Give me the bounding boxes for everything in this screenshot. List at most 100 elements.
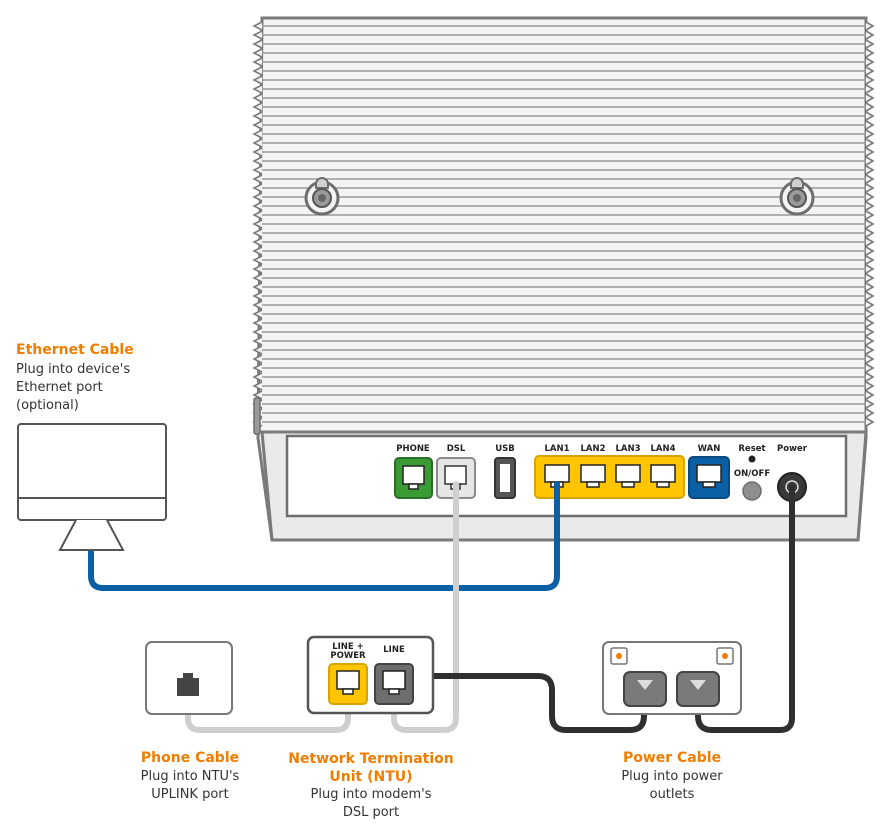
fin-tooth-right: [865, 228, 875, 238]
power-plug-right: [676, 671, 720, 707]
dsl-port-label: DSL: [447, 444, 466, 454]
fin-tooth-right: [865, 282, 875, 292]
fin-tooth-right: [865, 174, 875, 184]
fin-tooth-left: [252, 183, 263, 193]
mount-hole-left: [304, 177, 340, 216]
phone-desc-line: UPLINK port: [151, 787, 229, 802]
fin-tooth-right: [865, 84, 875, 94]
cooling-fins: [252, 21, 875, 427]
power-plug-left: [623, 671, 667, 707]
lan4-label: LAN4: [650, 444, 675, 454]
fin-tooth-right: [865, 120, 875, 130]
ntu-desc-line: Plug into modem's: [310, 787, 432, 802]
fin-tooth-right: [865, 291, 875, 301]
fin-tooth-left: [252, 363, 263, 373]
fin-tooth-left: [252, 372, 263, 382]
fin-tooth-left: [252, 48, 263, 58]
wan-port: [688, 456, 730, 499]
fin-tooth-right: [865, 165, 875, 175]
fin-tooth-right: [865, 237, 875, 247]
fin-tooth-right: [865, 156, 875, 166]
fin-tooth-left: [252, 201, 263, 211]
fin-tooth-right: [865, 21, 875, 31]
fin-tooth-left: [252, 264, 263, 274]
fin-tooth-right: [865, 30, 875, 40]
ethernet-cable-title: Ethernet Cable: [16, 342, 134, 358]
ntu-title: Network Termination Unit (NTU): [266, 750, 476, 786]
ethernet-cable-description: Plug into device's Ethernet port (option…: [16, 361, 130, 415]
lan2-port: [580, 464, 606, 488]
modem-body: [252, 16, 875, 542]
phone-desc-line: Plug into NTU's: [140, 769, 240, 784]
fin-tooth-left: [252, 21, 263, 31]
fin-tooth-right: [865, 327, 875, 337]
power-desc-line: Plug into power: [621, 769, 723, 784]
fin-tooth-left: [252, 84, 263, 94]
fin-tooth-left: [252, 381, 263, 391]
fin-tooth-right: [865, 39, 875, 49]
phone-cable-title: Phone Cable: [140, 750, 240, 766]
computer-monitor: [17, 423, 167, 551]
fin-tooth-left: [252, 129, 263, 139]
fin-tooth-right: [865, 336, 875, 346]
usb-port-label: USB: [495, 444, 515, 454]
ntu-line-power-port: [328, 663, 368, 705]
fin-tooth-left: [252, 57, 263, 67]
lan2-label: LAN2: [580, 444, 605, 454]
fin-tooth-right: [865, 264, 875, 274]
lan3-port: [615, 464, 641, 488]
fin-tooth-right: [865, 408, 875, 418]
fin-tooth-left: [252, 192, 263, 202]
fin-tooth-left: [252, 165, 263, 175]
fin-tooth-left: [252, 228, 263, 238]
modem-power-cable: [695, 484, 795, 733]
wan-port-label: WAN: [698, 444, 721, 454]
fin-tooth-right: [865, 309, 875, 319]
fin-tooth-left: [252, 120, 263, 130]
fin-tooth-left: [252, 291, 263, 301]
fin-tooth-right: [865, 399, 875, 409]
mount-hole-right: [779, 177, 815, 216]
cables: [88, 481, 795, 733]
fin-tooth-left: [252, 39, 263, 49]
fin-tooth-right: [865, 417, 875, 427]
fin-tooth-left: [252, 102, 263, 112]
fin-tooth-right: [865, 255, 875, 265]
side-button: [253, 397, 261, 435]
reset-label: Reset: [738, 444, 765, 454]
power-port-label: Power: [777, 444, 808, 454]
ethernet-desc-line: (optional): [16, 398, 79, 413]
ethernet-desc-line: Ethernet port: [16, 380, 103, 395]
power-cable-description: Plug into power outlets: [582, 768, 762, 804]
fin-tooth-right: [865, 57, 875, 67]
fin-tooth-right: [865, 75, 875, 85]
fin-tooth-right: [865, 318, 875, 328]
ntu-title-line: Network Termination: [288, 751, 454, 767]
fin-tooth-left: [252, 219, 263, 229]
fin-tooth-left: [252, 237, 263, 247]
fin-tooth-right: [865, 210, 875, 220]
fin-tooth-left: [252, 156, 263, 166]
dsl-cable: [391, 481, 459, 733]
ethernet-cable: [88, 481, 560, 591]
fin-tooth-right: [865, 354, 875, 364]
lan3-label: LAN3: [615, 444, 640, 454]
fin-tooth-right: [865, 246, 875, 256]
fin-tooth-left: [252, 111, 263, 121]
fin-tooth-left: [252, 318, 263, 328]
fin-tooth-left: [252, 327, 263, 337]
ntu-description: Plug into modem's DSL port: [266, 786, 476, 822]
reset-pinhole: [748, 455, 756, 463]
fin-tooth-left: [252, 147, 263, 157]
fin-tooth-left: [252, 66, 263, 76]
fin-tooth-right: [865, 363, 875, 373]
phone-cable-description: Plug into NTU's UPLINK port: [100, 768, 280, 804]
fin-tooth-right: [865, 129, 875, 139]
fin-tooth-left: [252, 210, 263, 220]
fin-tooth-right: [865, 147, 875, 157]
fin-tooth-right: [865, 300, 875, 310]
fin-tooth-right: [865, 138, 875, 148]
fin-tooth-right: [865, 219, 875, 229]
lan1-label: LAN1: [544, 444, 569, 454]
